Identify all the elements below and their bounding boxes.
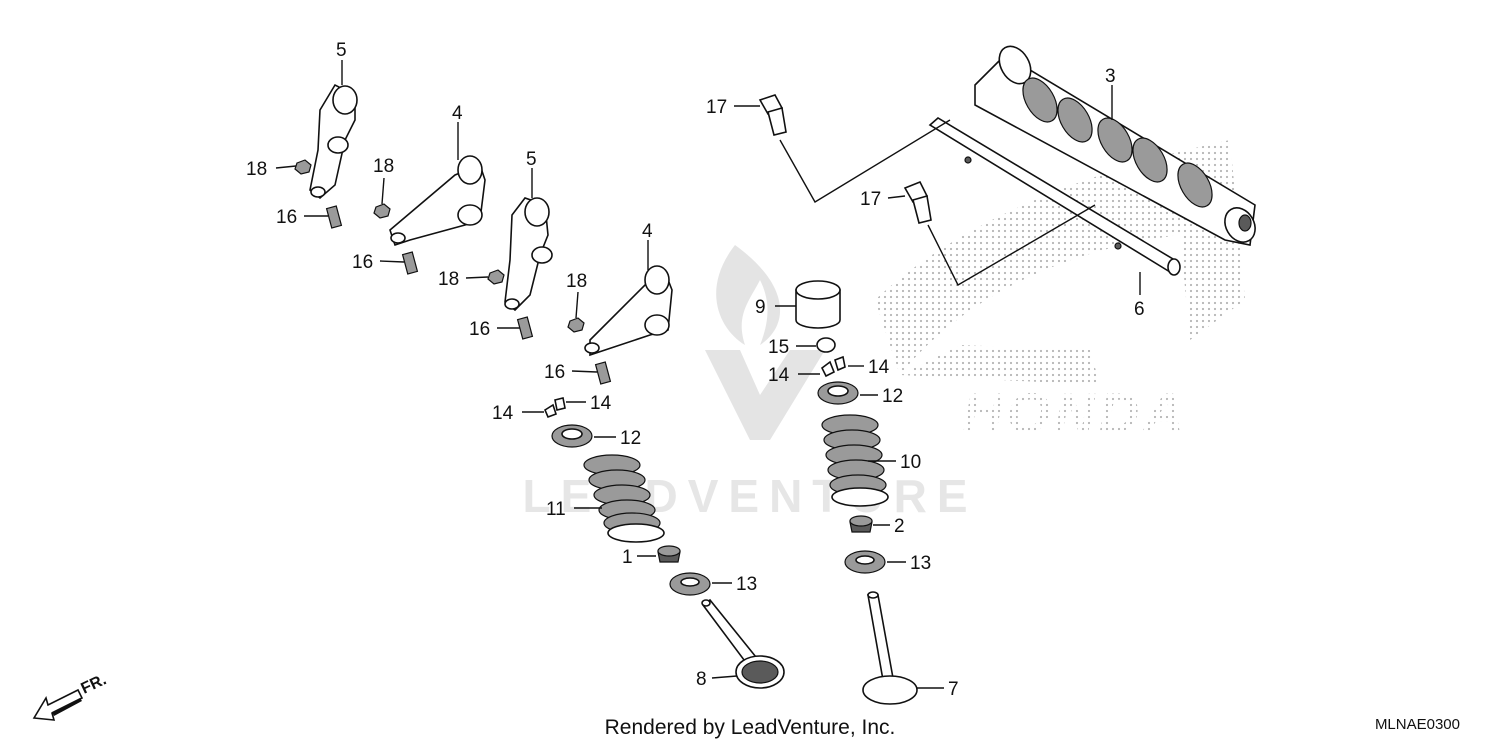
callout-14: 14 <box>492 403 514 424</box>
bolt-lower <box>903 180 932 224</box>
cotters-right <box>820 355 846 378</box>
adjusting-screw-2 <box>401 251 419 275</box>
callout-5: 5 <box>336 40 347 61</box>
spring-retainer-right <box>817 381 859 405</box>
camshaft <box>974 45 1256 246</box>
leader-lines <box>275 60 1141 689</box>
stem-seal-left <box>657 545 681 563</box>
callout-16: 16 <box>276 207 297 228</box>
valve-exhaust <box>701 598 785 689</box>
lock-nut-3 <box>487 269 505 285</box>
callout-18: 18 <box>438 269 459 290</box>
stem-seal-right <box>849 515 873 533</box>
callout-13: 13 <box>910 553 931 574</box>
leadventure-logo-watermark <box>705 245 825 440</box>
valve-spring-left <box>583 454 665 543</box>
honda-brand-watermark: HONDA <box>962 381 1187 444</box>
rocker-arm-shaft <box>928 117 1181 276</box>
valve-spring-right <box>821 414 889 507</box>
front-direction-label: FR. <box>79 671 110 697</box>
footer-credit: Rendered by LeadVenture, Inc. <box>604 716 896 739</box>
callout-5: 5 <box>526 149 537 170</box>
callout-7: 7 <box>948 679 959 700</box>
spring-retainer-left <box>551 424 593 448</box>
callout-3: 3 <box>1105 66 1116 87</box>
callout-14: 14 <box>868 357 890 378</box>
callout-4: 4 <box>642 221 653 242</box>
callout-2: 2 <box>894 516 905 537</box>
callout-1: 1 <box>622 547 633 568</box>
callout-14: 14 <box>590 393 612 414</box>
lock-nut-2 <box>373 203 391 219</box>
callout-14: 14 <box>768 365 790 386</box>
valve-lifter <box>795 280 841 329</box>
callout-12: 12 <box>882 386 903 407</box>
adjusting-screw-3 <box>516 316 534 340</box>
callout-8: 8 <box>696 669 707 690</box>
callout-9: 9 <box>755 297 766 318</box>
adjusting-screw-1 <box>325 205 343 229</box>
cotters-left <box>543 397 566 419</box>
lock-nut-1 <box>294 159 312 175</box>
adjusting-screw-4 <box>594 361 612 385</box>
callout-17: 17 <box>860 189 881 210</box>
callout-10: 10 <box>900 452 921 473</box>
callout-16: 16 <box>469 319 490 340</box>
diagram-code: MLNAE0300 <box>1374 716 1460 733</box>
callout-6: 6 <box>1134 299 1145 320</box>
rocker-arm-5-right <box>504 197 553 312</box>
bolt-upper <box>758 94 787 136</box>
rocker-arm-4-left <box>389 155 486 247</box>
callout-12: 12 <box>620 428 641 449</box>
callout-18: 18 <box>373 156 394 177</box>
callout-16: 16 <box>544 362 565 383</box>
callout-15: 15 <box>768 337 789 358</box>
callout-18: 18 <box>246 159 267 180</box>
rocker-arm-4-right <box>584 265 673 357</box>
rocker-arm-5-left <box>309 83 358 200</box>
callout-labels: 5 4 5 4 18 18 18 18 16 16 16 16 17 17 3 … <box>246 40 1145 700</box>
callout-17: 17 <box>706 97 727 118</box>
shim <box>816 337 836 353</box>
callout-11: 11 <box>546 499 566 520</box>
front-direction-arrow-icon: FR. <box>32 671 110 721</box>
callout-18: 18 <box>566 271 587 292</box>
spring-seat-right <box>844 550 886 574</box>
callout-13: 13 <box>736 574 757 595</box>
callout-4: 4 <box>452 103 463 124</box>
callout-16: 16 <box>352 252 373 273</box>
lock-nut-4 <box>567 317 585 333</box>
valve-intake <box>862 591 918 705</box>
spring-seat-left <box>669 572 711 596</box>
